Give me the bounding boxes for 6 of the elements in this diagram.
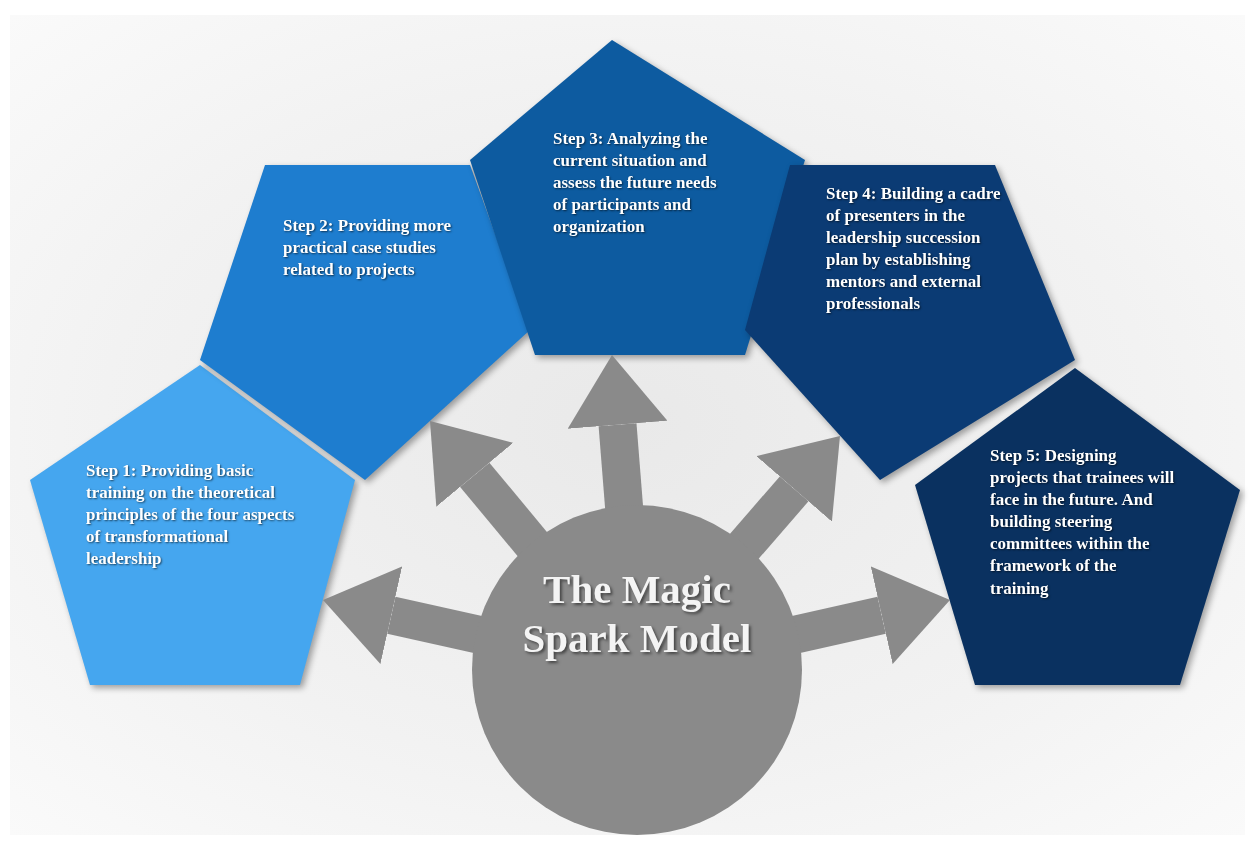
step-text: Step 3: Analyzing the current situation and assess the future needs of participants and organization <box>553 128 718 239</box>
step-text: Step 4: Building a cadre of presenters in the leadership succession plan by establishing mentors and external professionals <box>826 183 1002 316</box>
model-title: The Magic Spark Model <box>521 565 753 664</box>
step-text: Step 5: Designing projects that trainees will face in the future. And building steering committees within the framework of the training <box>990 445 1175 600</box>
step-text: Step 2: Providing more practical case studies related to projects <box>283 215 452 282</box>
step-text: Step 1: Providing basic training on the theoretical principles of the four aspects of transformational leadership <box>86 460 296 571</box>
